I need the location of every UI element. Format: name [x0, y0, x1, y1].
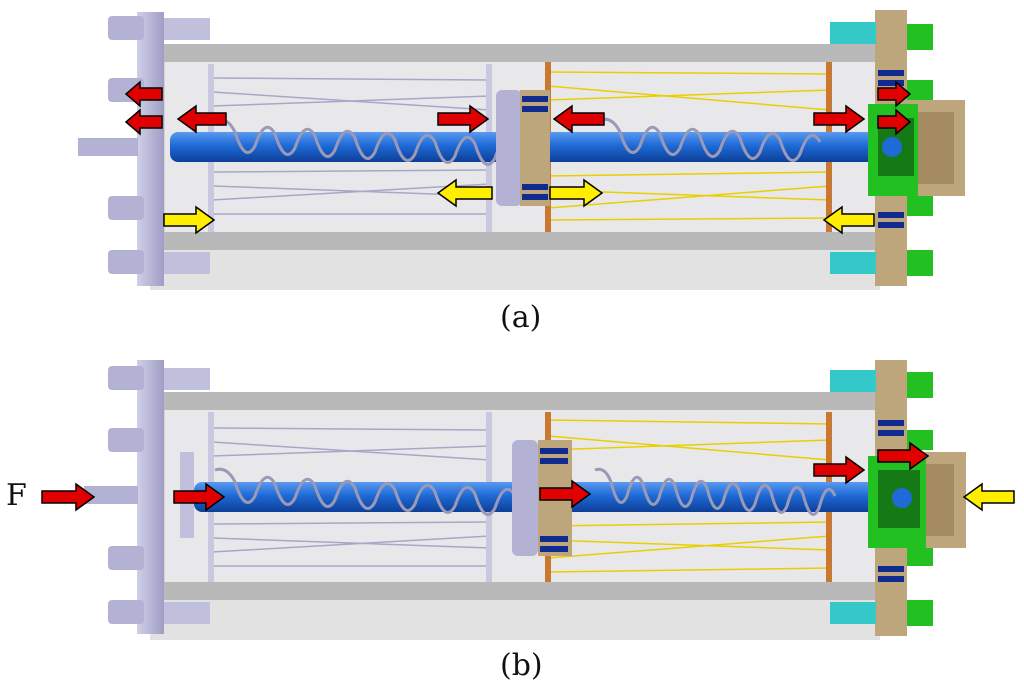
wires-right-b	[547, 419, 831, 573]
red-arrow-a5	[437, 104, 490, 134]
caption-b: (b)	[500, 648, 543, 683]
spring-right-a	[599, 117, 822, 162]
yellow-arrow-a3	[549, 178, 604, 208]
red-arrow-b1	[173, 482, 226, 512]
wires-left-b	[211, 427, 491, 567]
left-flange-b	[84, 360, 210, 634]
red-arrow-b3	[813, 455, 866, 485]
yellow-arrow-a2	[436, 178, 493, 208]
red-arrow-b4	[877, 441, 930, 471]
red-arrow-a2	[124, 108, 163, 136]
right-end-a	[830, 10, 965, 286]
spring-left-a	[214, 117, 517, 166]
red-arrow-b2	[539, 479, 592, 509]
yellow-arrow-b1	[962, 482, 1015, 512]
force-label: F	[6, 478, 27, 513]
yellow-arrow-a1	[163, 205, 216, 235]
left-flange-a	[78, 12, 210, 286]
wires-right-a	[547, 71, 831, 221]
red-arrow-a7	[877, 80, 912, 108]
middle-carriage-a	[496, 90, 550, 206]
spring-right-b	[594, 467, 837, 516]
wires-left-a	[211, 77, 491, 215]
panel-b	[41, 360, 1015, 640]
red-arrow-a4	[552, 104, 605, 134]
yellow-arrow-a4	[822, 205, 875, 235]
caption-a: (a)	[500, 300, 542, 335]
panel-a	[78, 10, 965, 290]
red-arrow-a3	[176, 104, 227, 134]
arrows-b	[41, 441, 1015, 512]
red-arrow-a6	[813, 104, 866, 134]
red-arrow-a8	[877, 108, 912, 136]
arrows-a	[124, 80, 912, 235]
spring-left-b	[214, 467, 517, 516]
red-arrow-a1	[124, 80, 163, 108]
red-force-arrow-b	[41, 482, 96, 512]
